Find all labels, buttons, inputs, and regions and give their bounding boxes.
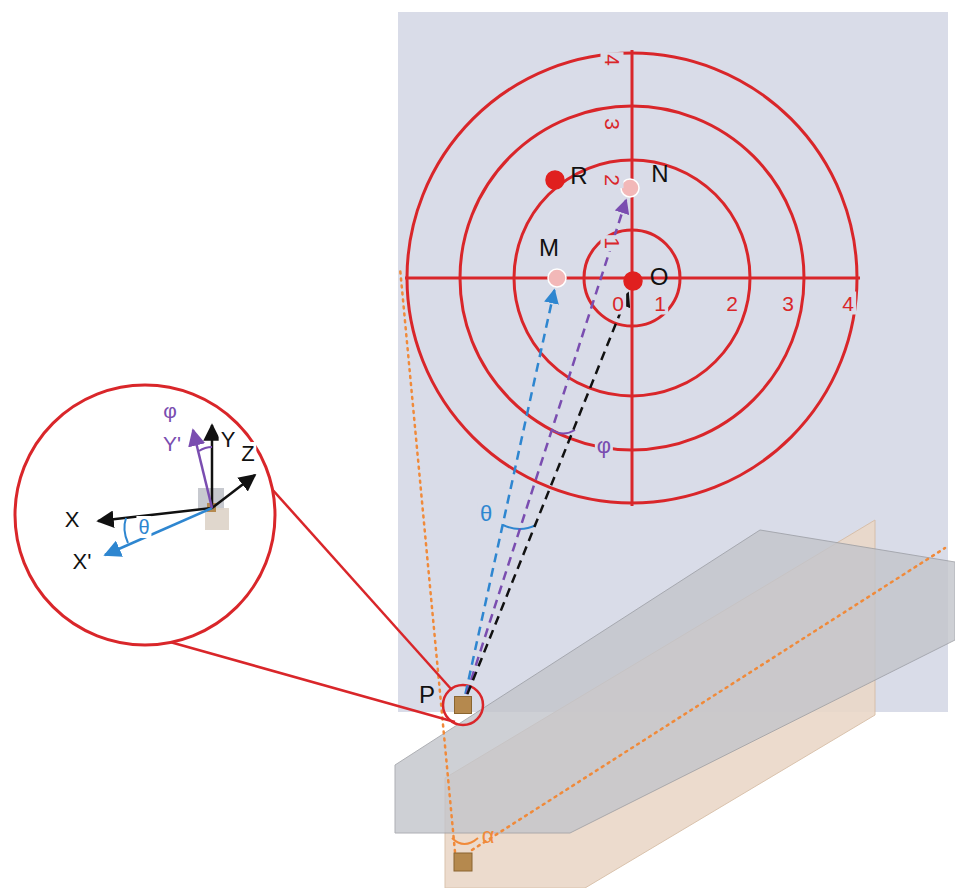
lower-sensor — [454, 853, 472, 871]
beam-to-m — [465, 290, 554, 694]
phi-arc — [199, 447, 212, 451]
axis-label: X' — [71, 550, 94, 574]
point-dot — [548, 269, 566, 287]
zoom-line — [170, 642, 455, 722]
y-prime-axis — [193, 430, 212, 508]
theta-arc — [124, 518, 128, 543]
alpha-arc — [452, 838, 478, 844]
point-dot — [621, 179, 639, 197]
axis-label: X — [63, 508, 82, 532]
axes — [98, 425, 255, 555]
field-of-view — [400, 268, 945, 852]
axis-label: Y — [219, 428, 238, 452]
target-rings — [405, 50, 860, 506]
point-label: M — [539, 236, 559, 260]
sensor-shape — [454, 696, 472, 714]
y-axis — [211, 425, 214, 508]
ring-number: 4 — [840, 292, 856, 315]
point-label: R — [570, 164, 587, 188]
sensor-box: P — [454, 696, 472, 714]
angle-label: φ — [595, 434, 613, 458]
fov-line — [472, 548, 945, 850]
phi-arc — [552, 430, 575, 434]
beam-to-o — [467, 293, 628, 694]
horizontal-plane — [395, 530, 955, 833]
point-label: N — [651, 162, 668, 186]
dot-shape — [545, 170, 565, 190]
point-label: P — [419, 683, 435, 707]
point-label: O — [650, 265, 669, 289]
target-center: O — [623, 271, 643, 291]
fov-line — [400, 268, 455, 852]
ring-number: 0 — [610, 292, 626, 315]
point-dot — [546, 171, 564, 189]
ring-number: 3 — [780, 292, 796, 315]
z-axis — [212, 475, 255, 508]
dot-shape — [623, 271, 643, 291]
ring-number: 1 — [601, 235, 624, 251]
x-prime-axis — [105, 508, 212, 555]
zoom-ring — [443, 685, 483, 725]
beam-to-n — [467, 200, 627, 694]
axis-label: Z — [239, 442, 256, 466]
angle-label: φ — [161, 399, 179, 422]
ring-number: 1 — [652, 292, 668, 315]
target-point: M — [547, 268, 567, 288]
sensor-square — [455, 697, 472, 714]
ring-number: 2 — [601, 172, 624, 188]
angle-label: θ — [136, 516, 151, 538]
magnifier — [15, 385, 275, 645]
point-dot — [624, 272, 642, 290]
angle-label: θ — [478, 502, 494, 526]
ring-number: 4 — [601, 52, 624, 68]
axis-label: Y' — [161, 432, 183, 455]
angle-label: α — [480, 824, 497, 848]
target-point: R — [545, 170, 565, 190]
dot-shape — [547, 268, 567, 288]
ring-number: 3 — [601, 116, 624, 132]
ring-number: 2 — [724, 292, 740, 315]
